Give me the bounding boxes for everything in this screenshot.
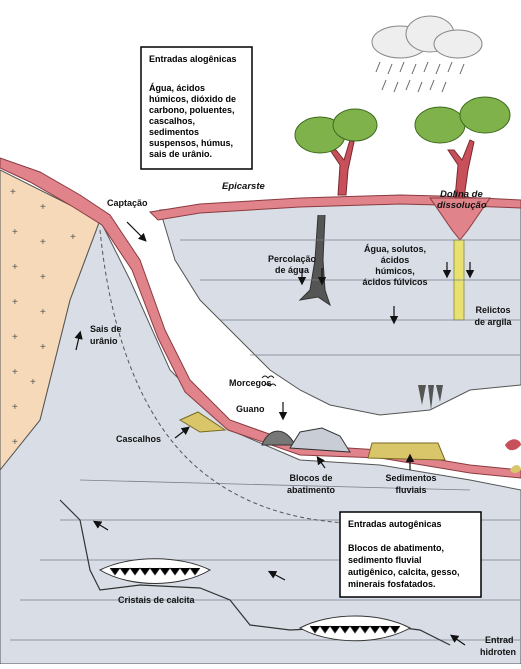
svg-text:+: + (40, 342, 46, 353)
label-percolacao: Percolação (268, 254, 317, 264)
label-sais: Sais de (90, 324, 122, 334)
allogenic-line: húmicos, dióxido de (149, 94, 236, 104)
label-sedimentos: fluviais (395, 485, 426, 495)
label-hidrotermal: hidroten (480, 647, 516, 657)
allogenic-line: suspensos, húmus, (149, 138, 233, 148)
label-blocos: Blocos de (289, 473, 332, 483)
svg-text:+: + (12, 227, 18, 238)
label-guano: Guano (236, 404, 265, 414)
autogenic-line: Blocos de abatimento, (348, 543, 444, 553)
label-cascalhos: Cascalhos (116, 434, 161, 444)
label-percolacao: de água (275, 265, 310, 275)
svg-text:+: + (30, 377, 36, 388)
allogenic-inputs-box: Entradas alogênicas Água, ácidos húmicos… (141, 47, 252, 169)
rain-cloud (372, 16, 482, 58)
label-sais: urânio (90, 336, 118, 346)
label-captacao: Captação (107, 198, 148, 208)
label-solutos: húmicos, (375, 266, 415, 276)
label-sedimentos: Sedimentos (385, 473, 436, 483)
svg-text:+: + (12, 332, 18, 343)
allogenic-line: cascalhos, (149, 116, 195, 126)
autogenic-line: minerais fosfatados. (348, 579, 436, 589)
label-hidrotermal: Entrad (485, 635, 514, 645)
svg-text:+: + (12, 367, 18, 378)
allogenic-line: Água, ácidos (149, 83, 205, 93)
label-epicarste: Epicarste (222, 181, 265, 192)
tree-right (415, 97, 510, 198)
svg-text:+: + (70, 232, 76, 243)
svg-text:+: + (40, 272, 46, 283)
tree-left (295, 109, 377, 195)
rain-drops (376, 62, 464, 92)
allogenic-line: carbono, poluentes, (149, 105, 235, 115)
autogenic-line: autigênico, calcita, gesso, (348, 567, 460, 577)
leaf-right-edge (505, 439, 521, 450)
svg-text:+: + (40, 202, 46, 213)
svg-text:+: + (12, 402, 18, 413)
label-dolina: Dolina de (440, 189, 483, 200)
svg-text:+: + (10, 187, 16, 198)
autogenic-inputs-box: Entradas autogênicas Blocos de abatiment… (340, 512, 481, 597)
label-relictos: de argila (474, 317, 512, 327)
label-relictos: Relictos (475, 305, 510, 315)
autogenic-title: Entradas autogênicas (348, 519, 442, 529)
svg-text:+: + (12, 262, 18, 273)
svg-text:+: + (12, 437, 18, 448)
label-solutos: ácidos fúlvicos (362, 277, 427, 287)
label-cristais: Cristais de calcita (118, 595, 196, 605)
label-blocos: abatimento (287, 485, 336, 495)
svg-text:+: + (40, 307, 46, 318)
allogenic-line: sais de urânio. (149, 149, 212, 159)
allogenic-line: sedimentos (149, 127, 199, 137)
svg-text:+: + (12, 297, 18, 308)
autogenic-line: sedimento fluvial (348, 555, 422, 565)
fluvial-sediments (368, 443, 445, 460)
allogenic-title: Entradas alogênicas (149, 54, 237, 64)
label-dolina: dissolução (437, 200, 487, 211)
svg-text:+: + (40, 237, 46, 248)
label-solutos: Água, solutos, (364, 244, 426, 254)
label-morcegos: Morcegos (229, 378, 272, 388)
label-solutos: ácidos (381, 255, 410, 265)
collapse-blocks (290, 428, 350, 452)
